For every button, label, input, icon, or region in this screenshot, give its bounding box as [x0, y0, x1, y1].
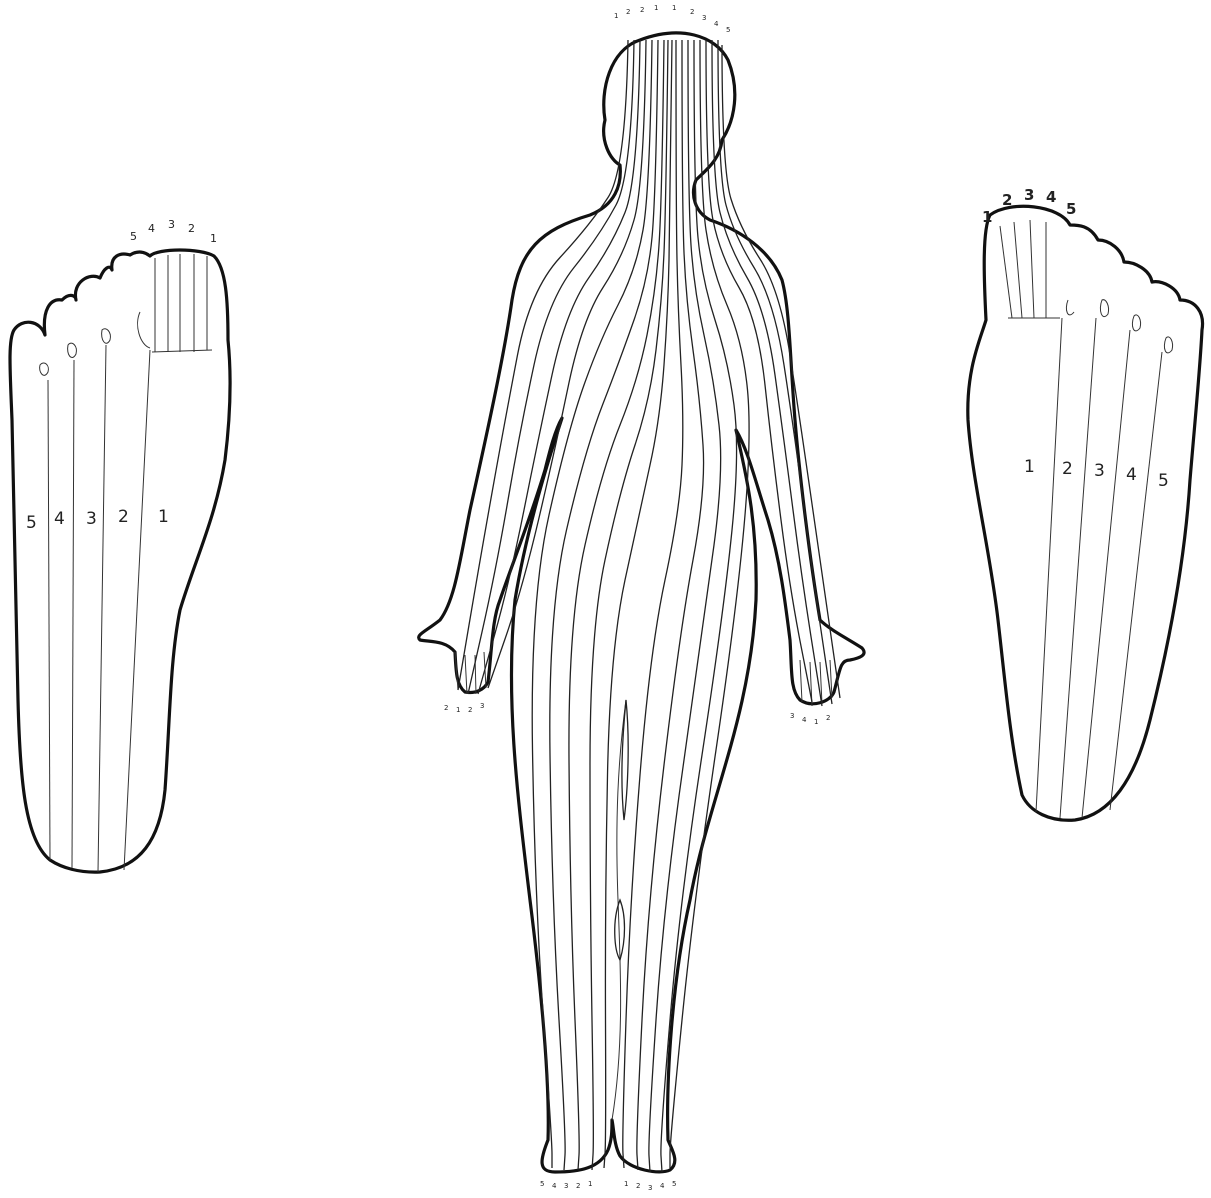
- left-foot-toe-label-2: 2: [188, 222, 195, 235]
- body-right-foot-label-1: 1: [624, 1180, 628, 1188]
- body-left-foot-label-4: 2: [576, 1182, 580, 1190]
- head-label-2: 2: [626, 8, 630, 16]
- left-foot-toe-label-4: 4: [148, 222, 155, 235]
- head-label-6: 2: [690, 8, 694, 16]
- head-label-5: 1: [672, 4, 676, 12]
- head-label-8: 4: [714, 20, 719, 28]
- left-hand-label-3: 2: [468, 706, 472, 714]
- left-foot-sole-label-1: 1: [158, 507, 169, 527]
- right-hand-label-2: 4: [802, 716, 807, 724]
- right-hand-label-4: 2: [826, 714, 830, 722]
- left-foot-sole-label-4: 4: [54, 509, 65, 529]
- left-foot: 5 4 3 2 1 5 4 3 2 1: [10, 218, 230, 872]
- body-figure: 1 2 2 1 1 2 3 4 5 2 1 2 3 3 4 1 2 5 4 3 …: [419, 4, 864, 1192]
- left-foot-sole-label-3: 3: [86, 509, 97, 529]
- body-right-foot-label-2: 2: [636, 1182, 640, 1190]
- left-hand-label-2: 1: [456, 706, 460, 714]
- head-label-7: 3: [702, 14, 706, 22]
- left-hand-label-4: 3: [480, 702, 484, 710]
- left-hand-label-1: 2: [444, 704, 448, 712]
- right-foot-toe-label-3: 3: [1024, 186, 1034, 204]
- body-left-foot-label-5: 1: [588, 1180, 592, 1188]
- right-hand-label-1: 3: [790, 712, 794, 720]
- body-outline: [419, 33, 864, 1172]
- head-label-4: 1: [654, 4, 658, 12]
- left-foot-toe-label-3: 3: [168, 218, 175, 231]
- left-foot-sole-label-5: 5: [26, 513, 37, 533]
- body-right-foot-label-5: 5: [672, 1180, 676, 1188]
- body-right-foot-label-4: 4: [660, 1182, 665, 1190]
- body-right-foot-label-3: 3: [648, 1184, 652, 1192]
- right-foot-sole-label-2: 2: [1062, 459, 1073, 479]
- right-foot-sole-label-4: 4: [1126, 465, 1137, 485]
- body-left-foot-label-2: 4: [552, 1182, 557, 1190]
- right-foot-sole-label-3: 3: [1094, 461, 1105, 481]
- right-hand-label-3: 1: [814, 718, 818, 726]
- left-foot-toe-label-1: 1: [210, 232, 217, 245]
- left-foot-toe-label-5: 5: [130, 230, 137, 243]
- right-foot-toe-label-1: 1: [982, 208, 992, 226]
- left-foot-sole-label-2: 2: [118, 507, 129, 527]
- head-label-9: 5: [726, 26, 730, 34]
- right-foot: 1 2 3 4 5 1 2 3 4 5: [968, 186, 1203, 820]
- left-foot-outline: [10, 250, 230, 872]
- right-foot-toe-label-2: 2: [1002, 191, 1012, 209]
- head-label-3: 2: [640, 6, 644, 14]
- right-foot-outline: [968, 206, 1203, 820]
- right-foot-sole-label-1: 1: [1024, 457, 1035, 477]
- right-foot-toe-label-4: 4: [1046, 188, 1056, 206]
- body-left-foot-label-3: 3: [564, 1182, 568, 1190]
- right-foot-sole-label-5: 5: [1158, 471, 1169, 491]
- body-left-foot-label-1: 5: [540, 1180, 544, 1188]
- right-foot-toe-label-5: 5: [1066, 200, 1076, 218]
- head-label-1: 1: [614, 12, 618, 20]
